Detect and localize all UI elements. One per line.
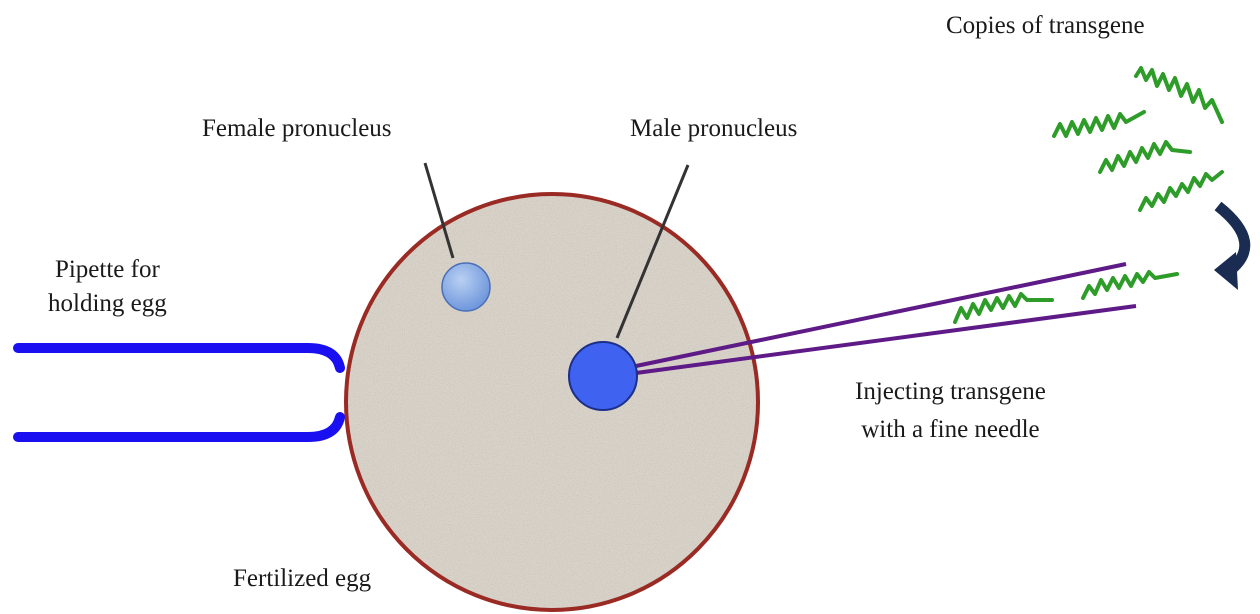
transgene-copy <box>1054 112 1144 136</box>
fertilized-egg <box>340 190 760 614</box>
male-pronucleus <box>569 342 637 410</box>
transgene-copy <box>1136 68 1222 122</box>
injecting-transgene-label: Injecting transgene with a fine needle <box>855 373 1046 449</box>
male-pronucleus-label: Male pronucleus <box>630 113 797 146</box>
injecting-label-line1: Injecting transgene <box>855 373 1046 411</box>
female-pronucleus <box>442 263 490 311</box>
pipette-label: Pipette for holding egg <box>48 253 167 321</box>
transgene-copy <box>1140 172 1222 210</box>
holding-pipette <box>18 348 340 437</box>
pipette-upper-wall <box>18 348 340 368</box>
transgene-copy <box>1100 142 1190 172</box>
curved-arrow-icon <box>1214 206 1245 290</box>
transgene-copy <box>1083 272 1177 298</box>
pipette-label-line2: holding egg <box>48 287 167 321</box>
copies-of-transgene-label: Copies of transgene <box>946 10 1145 43</box>
injecting-label-line2: with a fine needle <box>855 411 1046 449</box>
transgene-copies <box>955 68 1222 322</box>
female-pronucleus-label: Female pronucleus <box>202 113 392 146</box>
fertilized-egg-label: Fertilized egg <box>233 563 371 596</box>
pipette-lower-wall <box>18 417 340 437</box>
pipette-label-line1: Pipette for <box>48 253 167 287</box>
